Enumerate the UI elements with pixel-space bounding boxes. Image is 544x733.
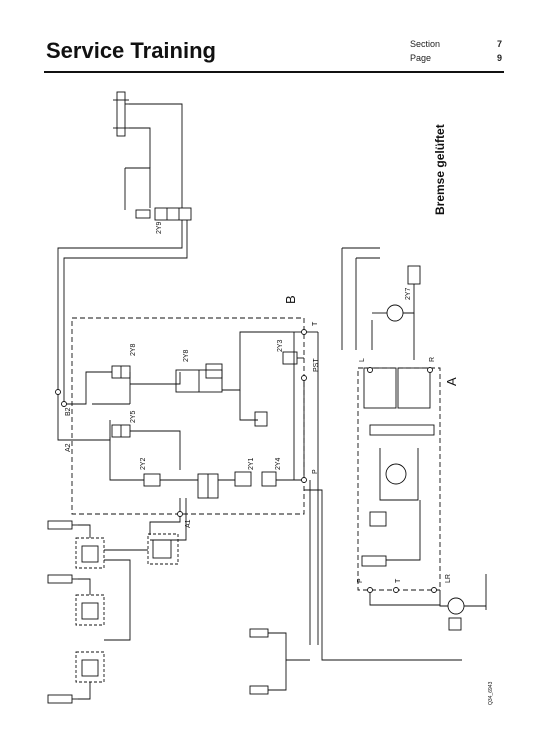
section-label: Section: [410, 39, 441, 49]
port-pst: PST: [313, 358, 320, 372]
valve-label-2y9: 2Y9: [156, 221, 163, 234]
valve-label-2y8-right: 2Y8: [183, 349, 190, 362]
port-r: R: [429, 357, 436, 362]
valve-label-2y4: 2Y4: [275, 457, 282, 470]
valve-2y9: [135, 207, 192, 221]
small-cylinder-bottom: [249, 685, 269, 695]
page-label: Page: [410, 53, 432, 63]
valve-label-2y8-left: 2Y8: [130, 343, 137, 356]
valve-2y8-right: [175, 363, 223, 393]
valve-label-2y5: 2Y5: [130, 410, 137, 423]
accumulator-icon: [386, 304, 404, 322]
port-p-low: P: [357, 578, 364, 583]
small-cylinder-top: [249, 628, 269, 638]
port-lr: LR: [445, 574, 452, 583]
valve-2y3: [282, 351, 298, 365]
motor-icon: [447, 597, 465, 615]
lower-cylinder-2: [47, 574, 78, 584]
page-number: 9: [497, 53, 503, 63]
block-b-boundary: [71, 317, 305, 515]
block-a-boundary: [357, 367, 441, 591]
valve-label-2y1: 2Y1: [248, 457, 255, 470]
valve-label-2y7: 2Y7: [405, 287, 412, 300]
valve-2y4: [261, 471, 277, 487]
port-t-low: T: [395, 578, 402, 583]
top-cylinder: [113, 91, 136, 137]
valve-2y2: [143, 473, 161, 487]
port-t-top: T: [312, 321, 319, 326]
figure-code: Q34_6943: [488, 681, 494, 705]
lower-cylinder-3: [47, 694, 78, 704]
port-b2: B2: [65, 407, 72, 416]
valve-2y5: [111, 424, 131, 438]
brake-cylinder-2y7: [407, 265, 421, 285]
side-title: Bremse gelüftet: [433, 124, 447, 215]
valve-main: [197, 473, 219, 499]
label-b: B: [283, 295, 298, 304]
port-l: L: [359, 358, 366, 362]
port-p-mid: P: [312, 469, 319, 474]
valve-label-2y3: 2Y3: [277, 339, 284, 352]
lower-cylinder-1: [47, 520, 78, 530]
valve-2y1: [234, 471, 252, 487]
valve-label-2y2: 2Y2: [140, 457, 147, 470]
valve-2y8-left: [111, 365, 131, 379]
page-title: Service Training: [46, 38, 216, 63]
pump-icon: [385, 463, 407, 485]
pressure-valve: [254, 411, 268, 427]
port-a2: A2: [65, 443, 72, 452]
port-a1: A1: [185, 519, 192, 528]
section-number: 7: [497, 39, 503, 49]
header-rule: [44, 71, 504, 73]
label-a: A: [444, 377, 459, 386]
